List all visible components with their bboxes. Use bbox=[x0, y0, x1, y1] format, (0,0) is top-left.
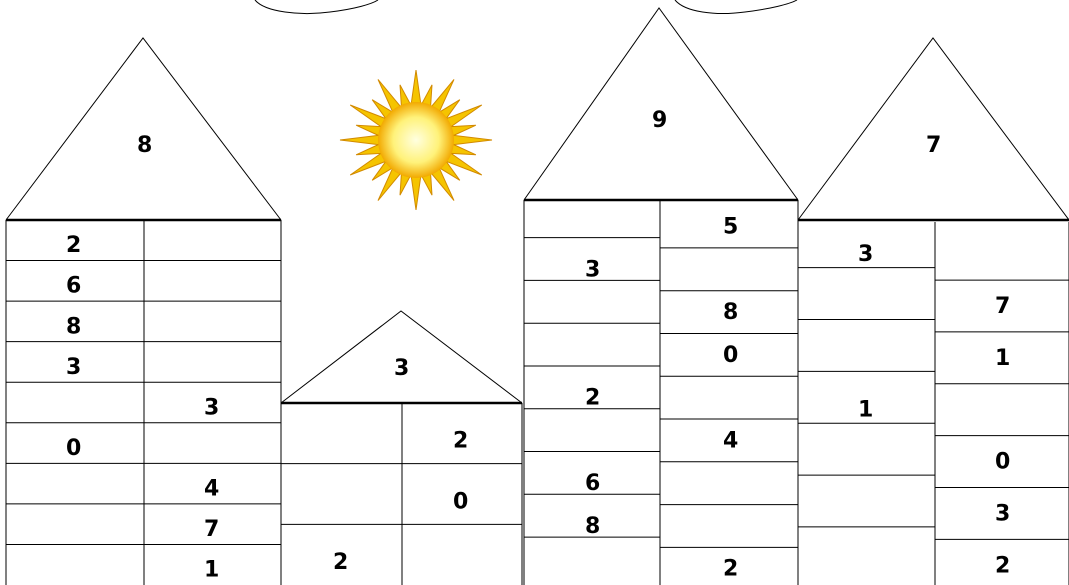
cell-left: 3 bbox=[66, 355, 81, 380]
house-2: 3 2 0 2 bbox=[281, 311, 522, 585]
cell-right: 0 bbox=[995, 450, 1010, 475]
cell-right: 4 bbox=[723, 428, 738, 453]
cell-right: 4 bbox=[204, 476, 219, 501]
cloud-icon bbox=[255, 0, 378, 14]
cell-right: 7 bbox=[204, 517, 219, 542]
cell-right: 1 bbox=[204, 558, 219, 583]
cell-right: 5 bbox=[723, 215, 738, 240]
cell-right: 1 bbox=[995, 346, 1010, 371]
house-2-roof-number: 3 bbox=[394, 356, 409, 381]
cell-left: 1 bbox=[858, 398, 873, 423]
cell-right: 8 bbox=[723, 300, 738, 325]
cell-left: 3 bbox=[585, 257, 600, 282]
cell-left: 0 bbox=[66, 436, 81, 461]
house-3: 9 5 3 8 0 2 4 6 8 2 bbox=[524, 8, 798, 585]
cell-right: 3 bbox=[204, 395, 219, 420]
house-4-roof-number: 7 bbox=[926, 133, 941, 158]
cloud-icon bbox=[675, 0, 797, 14]
house-1-roof bbox=[6, 38, 281, 220]
cell-left: 2 bbox=[585, 386, 600, 411]
cell-right: 7 bbox=[995, 294, 1010, 319]
house-1-table: 2 6 8 3 3 0 4 7 1 bbox=[6, 220, 281, 585]
cell-right: 3 bbox=[995, 501, 1010, 526]
cell-right: 0 bbox=[453, 489, 468, 514]
cell-left: 6 bbox=[66, 274, 81, 299]
house-3-roof bbox=[524, 8, 798, 200]
cell-left: 8 bbox=[66, 314, 81, 339]
cell-right: 2 bbox=[453, 429, 468, 454]
sun-icon bbox=[340, 70, 492, 210]
cell-right: 2 bbox=[723, 557, 738, 582]
house-1-roof-number: 8 bbox=[137, 133, 152, 158]
cell-left: 6 bbox=[585, 471, 600, 496]
cell-left: 2 bbox=[66, 233, 81, 258]
house-1: 8 2 6 8 3 3 0 4 7 1 bbox=[6, 38, 281, 585]
cell-left: 2 bbox=[333, 550, 348, 575]
house-3-roof-number: 9 bbox=[652, 108, 667, 133]
cell-right: 2 bbox=[995, 553, 1010, 578]
cell-left: 3 bbox=[858, 242, 873, 267]
cell-left: 8 bbox=[585, 514, 600, 539]
house-2-table: 2 0 2 bbox=[281, 403, 522, 585]
house-3-table: 5 3 8 0 2 4 6 8 2 bbox=[524, 200, 798, 585]
cell-right: 0 bbox=[723, 343, 738, 368]
house-4-roof bbox=[798, 38, 1069, 220]
